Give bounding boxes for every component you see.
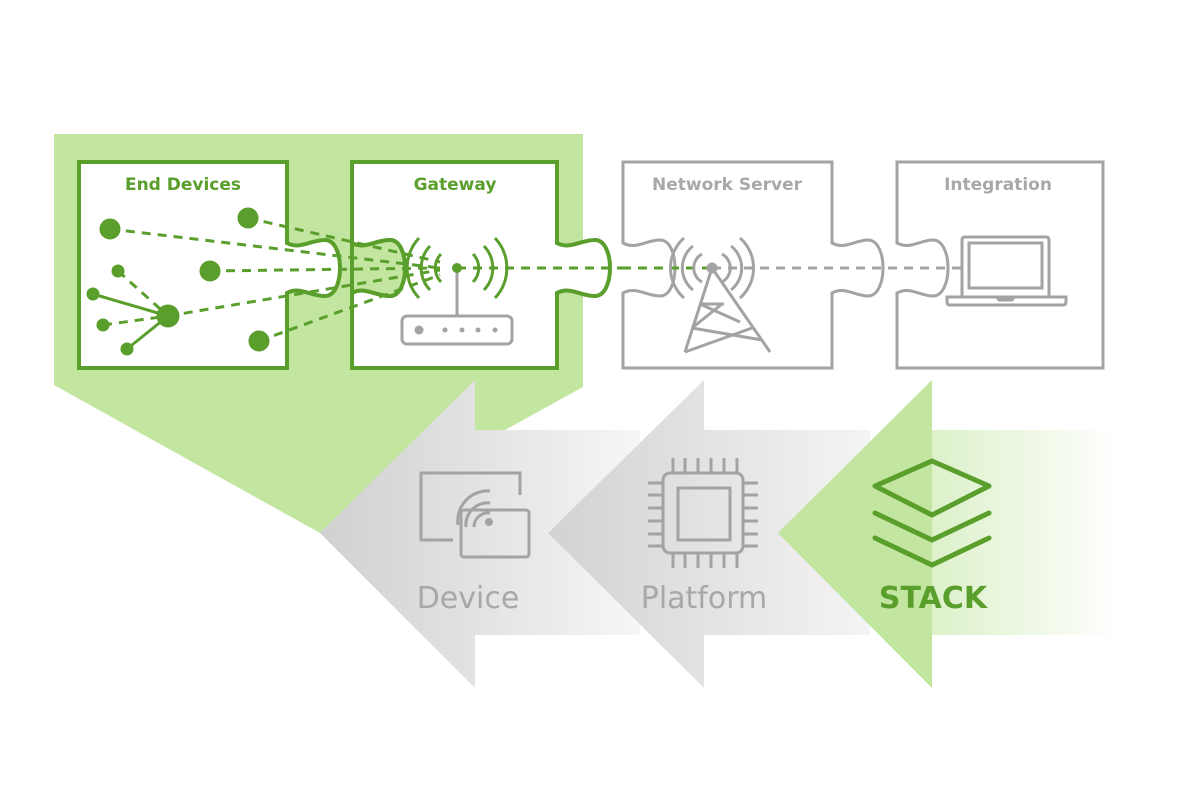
node <box>237 207 259 229</box>
arrow-label-device: Device <box>417 581 520 616</box>
node <box>96 318 110 332</box>
arrow-platform-shape <box>548 380 870 688</box>
link-line <box>167 268 441 318</box>
node <box>99 218 121 240</box>
arrow-label-platform: Platform <box>641 581 768 616</box>
laptop-icon <box>945 235 1068 307</box>
node <box>199 260 221 282</box>
network-nodes-icon <box>86 207 270 356</box>
device-wireless-icon <box>419 471 531 559</box>
node-hub <box>156 304 180 328</box>
arrow-device-shape <box>320 380 640 688</box>
gateway-title: Gateway <box>414 175 497 195</box>
arrow-device <box>320 380 640 688</box>
cell-tower-icon <box>669 236 772 354</box>
integration-frame <box>895 160 1105 370</box>
end-devices-title: End Devices <box>125 175 241 195</box>
link-line <box>209 266 441 273</box>
puzzle-piece-integration: Integration <box>895 160 1105 370</box>
chip-icon <box>648 458 758 568</box>
router-icon <box>400 236 514 346</box>
arrow-stack-head <box>778 380 932 688</box>
node <box>111 264 125 278</box>
node <box>248 330 270 352</box>
node <box>86 287 100 301</box>
arrow-platform <box>548 380 870 688</box>
arrow-label-stack: STACK <box>879 581 989 616</box>
integration-title: Integration <box>944 175 1052 195</box>
link-line <box>109 227 441 270</box>
layers-stack-icon <box>872 458 992 568</box>
node <box>120 342 134 356</box>
network-server-title: Network Server <box>652 175 803 195</box>
